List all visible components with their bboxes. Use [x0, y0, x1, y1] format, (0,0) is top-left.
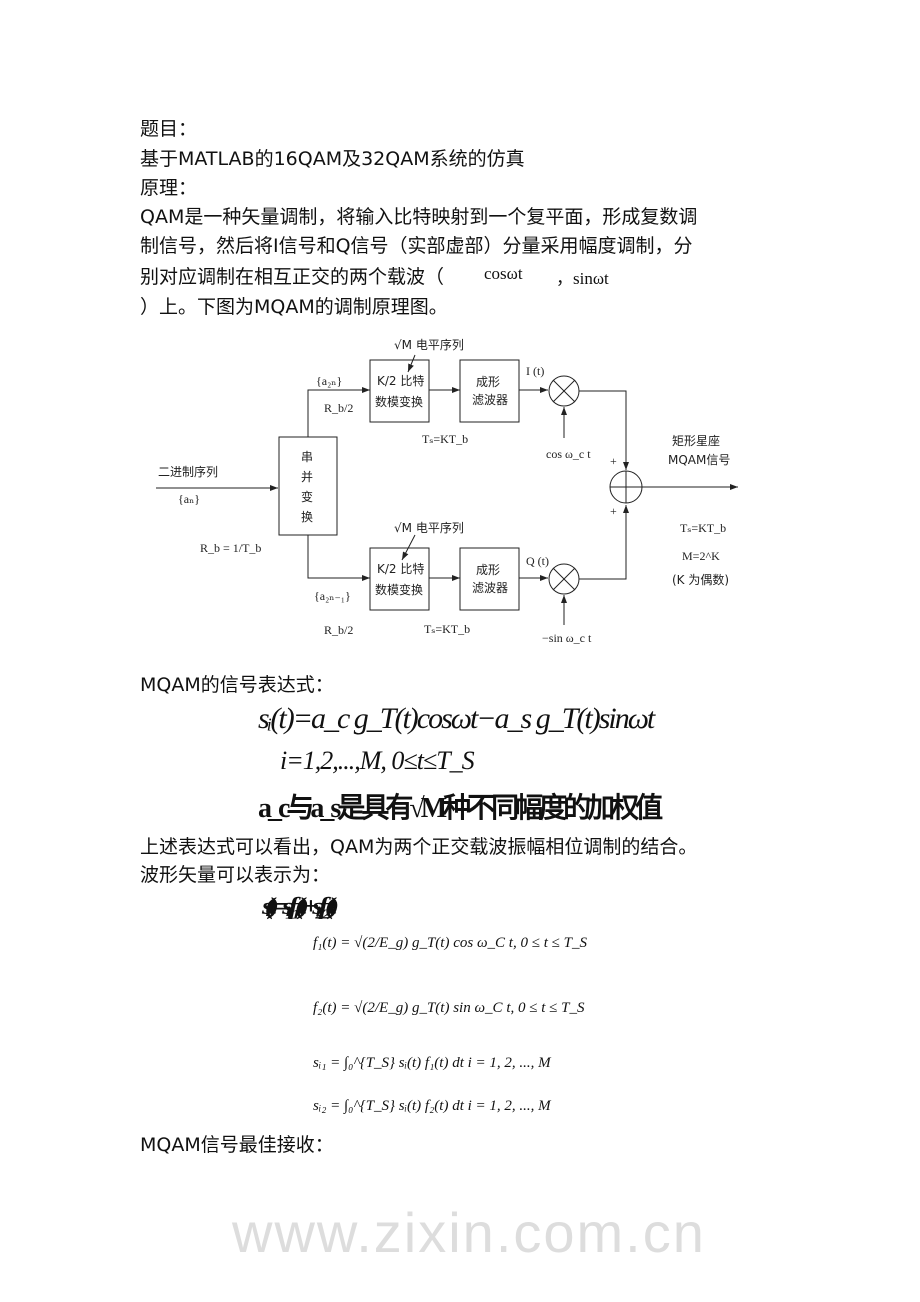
ts-label: Tₛ=KT_b: [422, 432, 468, 446]
out-ts: Tₛ=KT_b: [680, 521, 726, 535]
level-label: √M 电平序列: [394, 337, 464, 352]
filter-label: 滤波器: [472, 581, 508, 595]
i-signal: I (t): [526, 364, 544, 378]
q-signal: Q (t): [526, 554, 549, 568]
equation-signal: sᵢ(t)=a_c g_T(t)cosωt−a_s g_T(t)sinωt: [258, 702, 655, 735]
filter-label: 成形: [476, 375, 500, 389]
plus: +: [610, 504, 617, 518]
lower-rate: R_b/2: [324, 623, 353, 637]
paragraph-line: 制信号，然后将I信号和Q信号（实部虚部）分量采用幅度调制，分: [140, 235, 693, 257]
paragraph-line: 波形矢量可以表示为：: [140, 864, 331, 886]
level-label: √M 电平序列: [394, 520, 464, 535]
cos-carrier: cos ω_c t: [546, 447, 591, 461]
input-label: 二进制序列: [158, 464, 218, 479]
equation-range: i=1,2,...,M, 0≤t≤T_S: [280, 746, 475, 775]
lower-seq: {a₂ₙ₋₁}: [314, 589, 351, 603]
dac-label: K/2 比特: [377, 561, 424, 576]
dac-label: 数模变换: [375, 582, 423, 597]
bit-rate: R_b = 1/T_b: [200, 541, 261, 555]
paragraph-line: ）上。下图为MQAM的调制原理图。: [140, 296, 448, 318]
input-seq: {aₙ}: [178, 492, 200, 506]
upper-rate: R_b/2: [324, 401, 353, 415]
carrier-sin: ，sinωt: [556, 269, 609, 288]
expr-label: MQAM的信号表达式：: [140, 674, 334, 696]
paragraph-line: 上述表达式可以看出，QAM为两个正交载波振幅相位调制的结合。: [140, 836, 698, 858]
equation-si2: sᵢ₂ = ∫₀^{T_S} sᵢ(t) f₂(t) dt i = 1, 2, …: [313, 1098, 551, 1114]
paragraph-line: QAM是一种矢量调制，将输入比特映射到一个复平面，形成复数调: [140, 206, 698, 228]
sp-char: 并: [301, 470, 313, 484]
heading-label: 题目：: [140, 118, 198, 140]
ts-label: Tₛ=KT_b: [424, 622, 470, 636]
equation-f1: f₁(t) = √(2/E_g) g_T(t) cos ω_C t, 0 ≤ t…: [313, 935, 587, 951]
equation-weights: a_c与a_s是具有√M种不同幅度的加权值: [258, 793, 663, 824]
sp-char: 换: [301, 510, 313, 524]
equation-vector: sᵢ(t)=sᵢ₁f₁(t)+sᵢ₂f₂(t): [262, 893, 339, 920]
equation-si1: sᵢ₁ = ∫₀^{T_S} sᵢ(t) f₁(t) dt i = 1, 2, …: [313, 1055, 551, 1071]
receive-label: MQAM信号最佳接收：: [140, 1134, 334, 1156]
equation-f2: f₂(t) = √(2/E_g) g_T(t) sin ω_C t, 0 ≤ t…: [313, 1000, 585, 1016]
out-note: (K 为偶数): [672, 572, 729, 587]
dac-label: 数模变换: [375, 394, 423, 409]
document-title: 基于MATLAB的16QAM及32QAM系统的仿真: [140, 148, 525, 170]
mqam-modulation-diagram: 二进制序列 {aₙ} R_b = 1/T_b 串 并 变 换 {a₂ₙ} R_b…: [156, 337, 738, 645]
paragraph-line: 别对应调制在相互正交的两个载波（: [140, 266, 445, 288]
carrier-cos: cosωt: [484, 264, 523, 283]
sp-char: 串: [301, 450, 313, 464]
dac-label: K/2 比特: [377, 373, 424, 388]
filter-label: 滤波器: [472, 393, 508, 407]
plus: +: [610, 454, 617, 468]
principle-label: 原理：: [140, 177, 198, 199]
filter-label: 成形: [476, 563, 500, 577]
sin-carrier: −sin ω_c t: [542, 631, 592, 645]
output-label: MQAM信号: [668, 453, 730, 467]
output-label: 矩形星座: [672, 433, 720, 448]
sp-char: 变: [301, 489, 313, 504]
upper-seq: {a₂ₙ}: [316, 374, 342, 388]
out-m: M=2^K: [682, 549, 720, 563]
watermark: www.zixin.com.cn: [232, 1201, 706, 1264]
